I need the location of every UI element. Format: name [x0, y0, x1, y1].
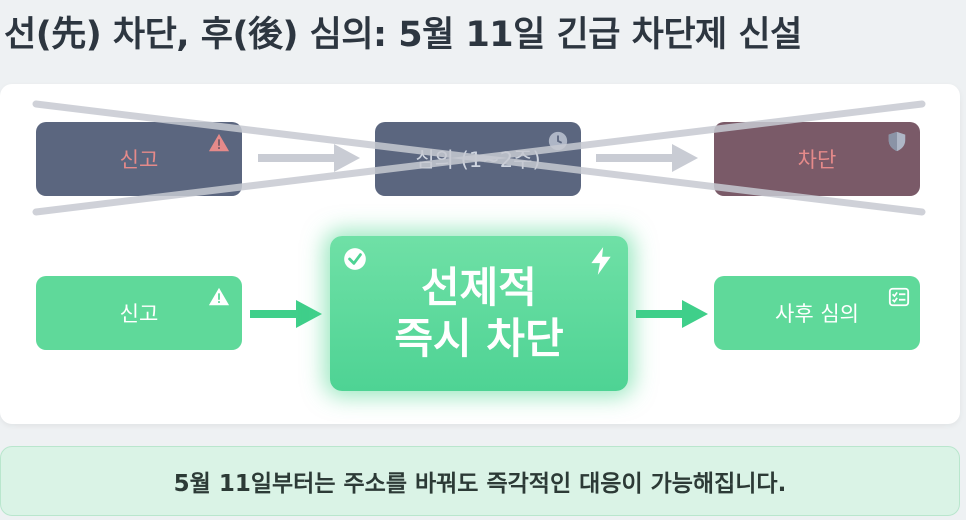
- warning-icon: [208, 133, 230, 152]
- center-line-1: 선제적: [421, 263, 537, 313]
- new-arrow-1: [250, 300, 322, 328]
- new-report-label: 신고: [119, 302, 159, 326]
- old-block-box: 차단: [714, 122, 920, 196]
- old-arrow-1: [258, 144, 360, 172]
- footer-text: 5월 11일부터는 주소를 바꿔도 즉각적인 대응이 가능해집니다.: [173, 471, 787, 497]
- preemptive-block-box: 선제적 즉시 차단: [330, 236, 628, 391]
- post-review-label: 사후 심의: [775, 302, 859, 326]
- old-report-label: 신고: [119, 148, 159, 172]
- check-circle-icon: [344, 248, 366, 270]
- page-title: 선(先) 차단, 후(後) 심의: 5월 11일 긴급 차단제 신설: [4, 15, 802, 55]
- old-block-label: 차단: [797, 148, 837, 172]
- post-review-box: 사후 심의: [714, 276, 920, 350]
- center-line-2: 즉시 차단: [394, 313, 564, 363]
- strike-lines: [32, 100, 926, 216]
- shield-icon: [888, 131, 906, 152]
- new-report-box: 신고: [36, 276, 242, 350]
- footer-note: 5월 11일부터는 주소를 바꿔도 즉각적인 대응이 가능해집니다.: [0, 446, 960, 516]
- checklist-icon: [888, 287, 910, 307]
- old-arrow-2: [596, 144, 698, 172]
- warning-icon: [208, 287, 230, 306]
- new-arrow-2: [636, 300, 708, 328]
- old-report-box: 신고: [36, 122, 242, 196]
- lightning-icon: [591, 247, 611, 275]
